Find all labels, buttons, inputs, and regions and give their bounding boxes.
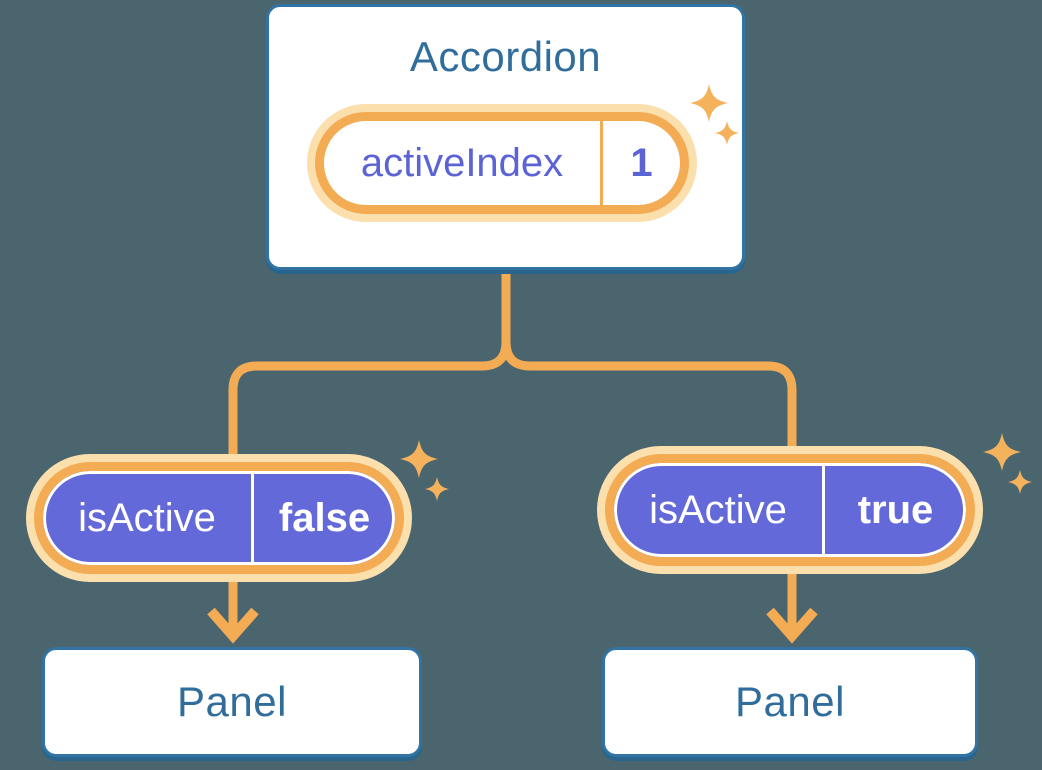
panel-component-box-right: Panel	[602, 647, 978, 757]
arrow-down-icon	[207, 607, 259, 644]
pill-divider	[600, 121, 603, 205]
state-name: activeIndex	[360, 140, 564, 185]
prop-value: false	[278, 495, 371, 540]
sparkle-icon	[983, 433, 1032, 494]
panel-component-box-left: Panel	[42, 647, 422, 757]
arrow-down-icon	[766, 607, 818, 644]
sparkle-icon	[690, 84, 739, 145]
prop-pill-isactive-false: isActive false	[34, 462, 404, 574]
state-pill-activeindex: activeIndex 1	[315, 112, 689, 214]
prop-value: true	[857, 487, 934, 532]
prop-name: isActive	[78, 495, 216, 540]
prop-pill-isactive-true: isActive true	[605, 454, 975, 566]
sparkle-icon	[400, 440, 449, 501]
connector-right-branch	[501, 264, 797, 633]
panel-title: Panel	[735, 678, 845, 725]
accordion-title: Accordion	[409, 33, 602, 80]
prop-name: isActive	[649, 487, 787, 532]
pill-divider	[251, 471, 254, 565]
state-value: 1	[630, 140, 653, 185]
connector-left-branch	[228, 264, 511, 633]
pill-divider	[822, 463, 825, 557]
panel-title: Panel	[177, 678, 287, 725]
